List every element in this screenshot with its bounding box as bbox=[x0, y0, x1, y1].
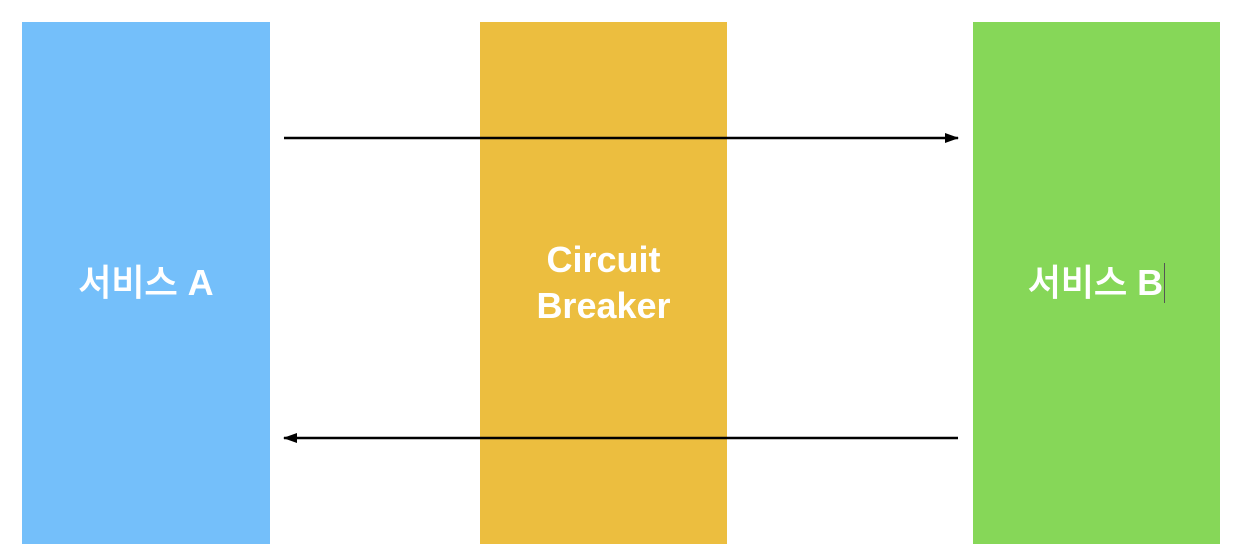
service-b-label-wrap: 서비스 B bbox=[1027, 260, 1166, 306]
service-b-block: 서비스 B bbox=[973, 22, 1220, 544]
circuit-breaker-label-line1: Circuit bbox=[546, 239, 661, 280]
circuit-breaker-label-line2: Breaker bbox=[536, 285, 671, 326]
circuit-breaker-label: Circuit Breaker bbox=[536, 237, 670, 329]
circuit-breaker-block: Circuit Breaker bbox=[480, 22, 727, 544]
service-a-block: 서비스 A bbox=[22, 22, 270, 544]
service-b-label: 서비스 B bbox=[1027, 262, 1164, 303]
service-a-label: 서비스 A bbox=[78, 262, 214, 303]
text-cursor bbox=[1164, 263, 1166, 303]
